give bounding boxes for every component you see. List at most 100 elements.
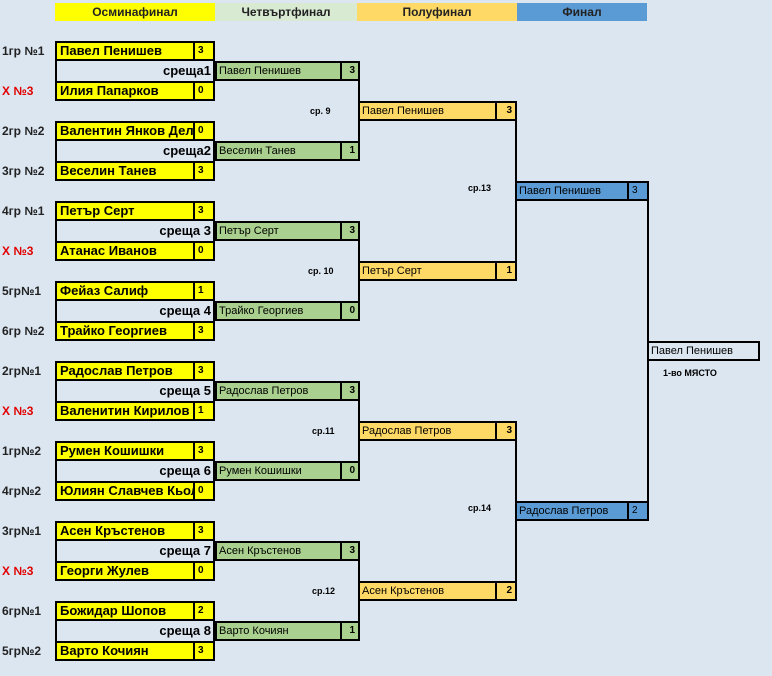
player-name[interactable]: Радослав Петров [55,361,195,381]
match-label: ср.13 [468,183,492,193]
quarterfinal-name[interactable]: Трайко Георгиев [215,301,342,321]
quarterfinal-name[interactable]: Румен Кошишки [215,461,342,481]
quarterfinal-score: 3 [340,541,360,561]
quarterfinal-name[interactable]: Павел Пенишев [215,61,342,81]
player-score: 0 [193,121,215,141]
seed-label: 2гр №2 [2,124,45,138]
player-score: 0 [193,241,215,261]
match-label: ср.12 [312,586,336,596]
player-name[interactable]: Атанас Иванов [55,241,195,261]
player-name[interactable]: Илия Папарков [55,81,195,101]
semifinal-name[interactable]: Радослав Петров [358,421,497,441]
player-score: 3 [193,521,215,541]
header-final: Финал [517,3,647,21]
seed-label: 6гр№1 [2,604,42,618]
player-name[interactable]: Павел Пенишев [55,41,195,61]
seed-label: 5гр№1 [2,284,42,298]
player-score: 3 [193,41,215,61]
match-label: среща2 [55,141,215,161]
seed-label: 4гр№2 [2,484,42,498]
bracket-line [213,379,215,403]
match-label: среща 4 [55,301,215,321]
seed-label: 5гр№2 [2,644,42,658]
quarterfinal-score: 0 [340,461,360,481]
quarterfinal-name[interactable]: Петър Серт [215,221,342,241]
player-name[interactable]: Варто Кочиян [55,641,195,661]
player-score: 3 [193,161,215,181]
seed-label: X №3 [2,404,34,418]
player-name[interactable]: Веселин Танев [55,161,195,181]
player-name[interactable]: Георги Жулев [55,561,195,581]
header-round-of-16: Осминафинал [55,3,215,21]
seed-label: 1гр №1 [2,44,45,58]
semifinal-name[interactable]: Петър Серт [358,261,497,281]
player-name[interactable]: Румен Кошишки [55,441,195,461]
player-score: 3 [193,321,215,341]
quarterfinal-score: 3 [340,61,360,81]
match-label: среща 5 [55,381,215,401]
seed-label: X №3 [2,244,34,258]
bracket-line [213,539,215,563]
bracket-line [213,299,215,323]
bracket-line [213,619,215,643]
match-label: среща 6 [55,461,215,481]
seed-label: 1гр№2 [2,444,42,458]
player-score: 3 [193,361,215,381]
semifinal-score: 1 [495,261,517,281]
seed-label: 3гр №2 [2,164,45,178]
match-label: среща 3 [55,221,215,241]
bracket-line [213,139,215,163]
final-player-name[interactable]: Павел Пенишев [515,181,629,201]
semifinal-score: 3 [495,101,517,121]
semifinal-name[interactable]: Асен Кръстенов [358,581,497,601]
quarterfinal-score: 3 [340,381,360,401]
player-score: 0 [193,81,215,101]
quarterfinal-score: 1 [340,621,360,641]
place-label: 1-во МЯСТО [663,368,717,378]
seed-label: 3гр№1 [2,524,42,538]
champion-name[interactable]: Павел Пенишев [647,341,760,361]
quarterfinal-name[interactable]: Веселин Танев [215,141,342,161]
player-name[interactable]: Юлиян Славчев Кьолов [55,481,195,501]
player-name[interactable]: Валенитин Кирилов С [55,401,195,421]
final-player-score: 3 [627,181,649,201]
quarterfinal-name[interactable]: Варто Кочиян [215,621,342,641]
bracket-line [213,219,215,243]
header-quarterfinal: Четвъртфинал [215,3,357,21]
player-score: 3 [193,641,215,661]
player-score: 3 [193,441,215,461]
player-name[interactable]: Божидар Шопов [55,601,195,621]
player-name[interactable]: Фейаз Салиф [55,281,195,301]
quarterfinal-name[interactable]: Радослав Петров [215,381,342,401]
match-label: ср. 10 [308,266,334,276]
semifinal-score: 3 [495,421,517,441]
final-player-name[interactable]: Радослав Петров [515,501,629,521]
seed-label: 4гр №1 [2,204,45,218]
seed-label: X №3 [2,84,34,98]
match-label: ср. 9 [310,106,331,116]
player-score: 3 [193,201,215,221]
player-score: 0 [193,561,215,581]
bracket-line [213,459,215,483]
quarterfinal-name[interactable]: Асен Кръстенов [215,541,342,561]
quarterfinal-score: 0 [340,301,360,321]
player-name[interactable]: Асен Кръстенов [55,521,195,541]
player-score: 1 [193,281,215,301]
header-semifinal: Полуфинал [357,3,517,21]
seed-label: 2гр№1 [2,364,42,378]
player-name[interactable]: Трайко Георгиев [55,321,195,341]
match-label: среща 8 [55,621,215,641]
seed-label: 6гр №2 [2,324,45,338]
match-label: ср.11 [312,426,335,436]
player-name[interactable]: Петър Серт [55,201,195,221]
player-score: 0 [193,481,215,501]
bracket-line [213,59,215,83]
semifinal-score: 2 [495,581,517,601]
semifinal-name[interactable]: Павел Пенишев [358,101,497,121]
player-score: 2 [193,601,215,621]
match-label: ср.14 [468,503,492,513]
quarterfinal-score: 1 [340,141,360,161]
seed-label: X №3 [2,564,34,578]
player-name[interactable]: Валентин Янков Делчев [55,121,195,141]
